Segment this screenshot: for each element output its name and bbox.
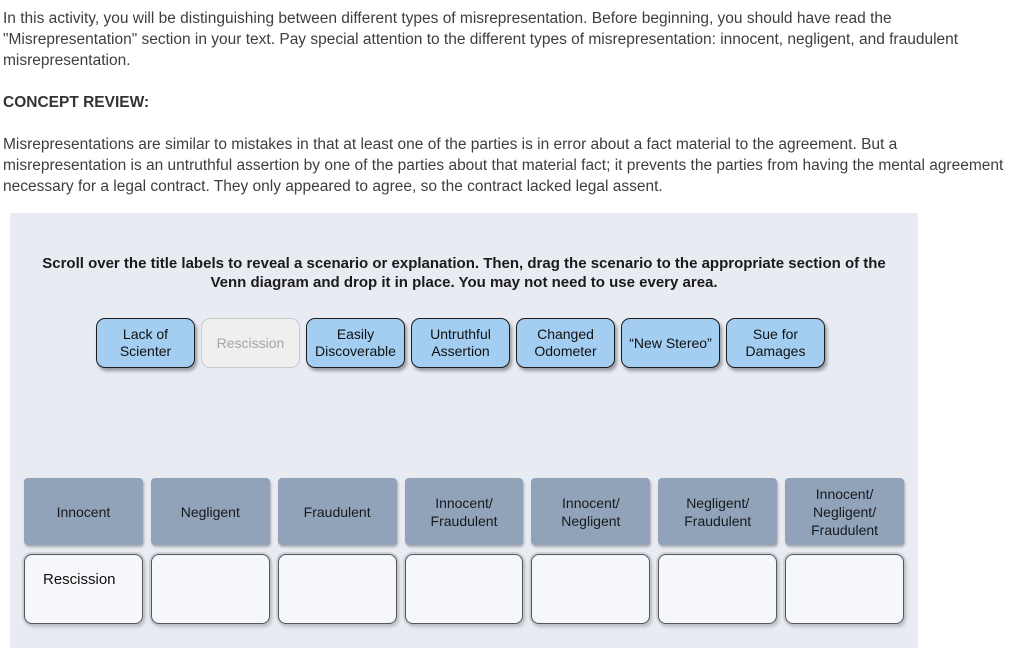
drop-zone[interactable] [150,554,270,624]
dropped-label[interactable]: Rescission [43,571,116,588]
category-header[interactable]: Innocent [24,478,143,545]
category-header[interactable]: Innocent/ Negligent [531,478,651,545]
drop-zone[interactable] [404,554,524,624]
category-header[interactable]: Negligent/ Fraudulent [658,478,778,545]
drop-zone[interactable] [277,554,397,624]
category-header[interactable]: Fraudulent [277,478,397,545]
category-header-text: Innocent/ Fraudulent [430,494,498,529]
drop-zone[interactable] [531,554,651,624]
draggable-label[interactable]: Untruthful Assertion [411,318,510,368]
category-header-text: Innocent [56,503,111,520]
venn-column: Innocent/ Negligent [531,478,651,624]
drop-zone[interactable]: Rescission [24,554,143,624]
draggable-label[interactable]: Sue for Damages [726,318,825,368]
venn-column: Fraudulent [277,478,397,624]
category-header-text: Negligent [180,503,240,520]
intro-paragraph: In this activity, you will be distinguis… [3,10,959,69]
draggable-label-text: Lack of Scienter [119,326,172,359]
category-header-text: Negligent/ Fraudulent [684,494,752,529]
venn-column: Innocent/ Fraudulent [404,478,524,624]
category-header[interactable]: Negligent [150,478,270,545]
venn-column: Negligent/ Fraudulent [658,478,778,624]
drop-zone[interactable] [785,554,905,624]
draggable-label-text: Sue for Damages [745,326,806,359]
draggable-label-text: Changed Odometer [534,326,597,359]
draggable-label: Rescission [201,318,300,368]
document-text: In this activity, you will be distinguis… [0,0,1018,197]
category-header-text: Innocent/ Negligent [561,494,621,529]
activity-panel: Scroll over the title labels to reveal a… [10,213,918,648]
category-header[interactable]: Innocent/ Negligent/ Fraudulent [785,478,905,545]
draggable-label[interactable]: Easily Discoverable [306,318,405,368]
draggable-label[interactable]: Changed Odometer [516,318,615,368]
concept-review-heading: CONCEPT REVIEW: [3,94,150,111]
venn-column: Innocent Rescission [24,478,143,624]
draggable-label-text: “New Stereo” [629,334,712,351]
category-header[interactable]: Innocent/ Fraudulent [404,478,524,545]
venn-column: Innocent/ Negligent/ Fraudulent [785,478,905,624]
draggable-label-text: Rescission [216,334,285,351]
draggable-label-text: Easily Discoverable [315,326,396,359]
venn-column: Negligent [150,478,270,624]
draggable-label[interactable]: “New Stereo” [621,318,720,368]
concept-review-paragraph: Misrepresentations are similar to mistak… [3,136,1004,195]
draggable-label[interactable]: Lack of Scienter [96,318,195,368]
venn-columns: Innocent Rescission Negligent Fraudulent… [24,478,905,624]
label-tray: Lack of Scienter Rescission Easily Disco… [96,318,918,368]
draggable-label-text: Untruthful Assertion [430,326,491,359]
category-header-text: Innocent/ Negligent/ Fraudulent [811,485,879,538]
drop-zone[interactable] [658,554,778,624]
category-header-text: Fraudulent [303,503,371,520]
activity-instructions: Scroll over the title labels to reveal a… [42,255,886,291]
